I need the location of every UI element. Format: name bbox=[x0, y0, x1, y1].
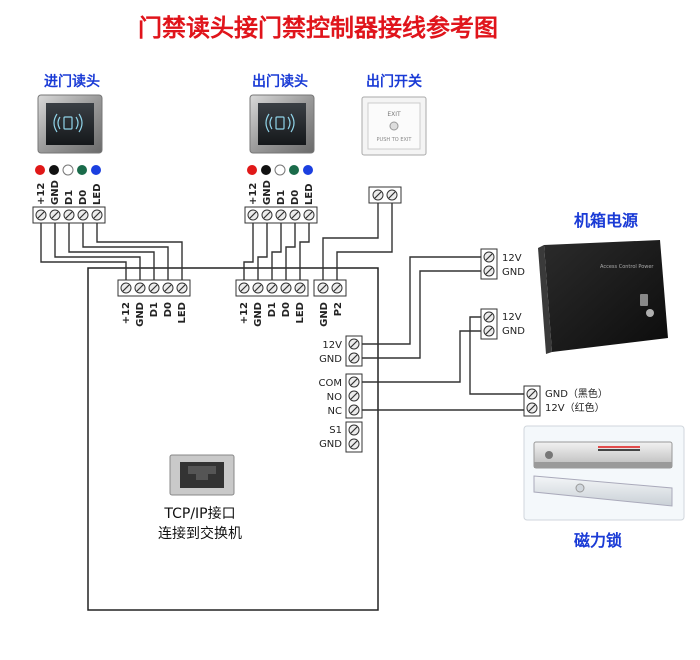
controller-board bbox=[87, 267, 379, 611]
power-output-1: 12V GND bbox=[480, 248, 525, 280]
pin-label: +12 bbox=[36, 183, 47, 205]
exit-reader-pin-labels: +12 GND D1 D0 LED bbox=[248, 180, 315, 205]
exit-button-terminal bbox=[368, 186, 402, 204]
pin-label: GND bbox=[50, 180, 61, 205]
pin-label: GND bbox=[135, 302, 146, 327]
controller-sensor-terminal: S1 GND bbox=[319, 421, 363, 453]
pin-label: D0 bbox=[290, 190, 301, 205]
pin-label: +12 bbox=[239, 302, 250, 324]
page-title: 门禁读头接门禁控制器接线参考图 bbox=[138, 14, 498, 42]
pin-label: D0 bbox=[281, 302, 292, 317]
exit-button-label: 出门开关 bbox=[366, 73, 422, 90]
key-lock-icon bbox=[640, 294, 654, 317]
pin-label: D1 bbox=[149, 302, 160, 317]
terminal-label: NO bbox=[327, 392, 342, 403]
pin-label: D1 bbox=[267, 302, 278, 317]
terminal-label: GND（黑色） bbox=[545, 387, 608, 400]
terminal-label: GND bbox=[319, 354, 342, 365]
controller-reader1-terminal bbox=[117, 279, 191, 297]
pin-label: GND bbox=[262, 180, 273, 205]
tcpip-port-label: TCP/IP接口 bbox=[163, 505, 235, 522]
terminal-label: 12V（红色） bbox=[545, 401, 605, 414]
terminal-label: 12V bbox=[502, 312, 522, 323]
rfid-icon bbox=[53, 113, 83, 133]
pin-label: D1 bbox=[64, 190, 75, 205]
pin-label: +12 bbox=[121, 302, 132, 324]
exit-button-device: EXIT PUSH TO EXIT bbox=[361, 96, 427, 156]
magnetic-lock-device bbox=[523, 425, 685, 521]
exit-reader-label: 出门读头 bbox=[252, 73, 308, 90]
power-supply-box: Access Control Power bbox=[538, 240, 668, 354]
switch-connect-label: 连接到交换机 bbox=[158, 525, 242, 542]
terminal-label: COM bbox=[319, 378, 342, 389]
controller-reader2-terminal bbox=[235, 279, 309, 297]
pin-label: GND bbox=[319, 302, 330, 327]
magnetic-lock-label: 磁力锁 bbox=[574, 531, 622, 550]
pin-label: LED bbox=[304, 183, 315, 205]
rfid-icon bbox=[265, 113, 295, 133]
ethernet-port-icon bbox=[169, 454, 235, 496]
lock-terminal: GND（黑色） 12V（红色） bbox=[523, 385, 608, 417]
exit-button-subtext: PUSH TO EXIT bbox=[377, 137, 413, 143]
power-supply-small-text: Access Control Power bbox=[600, 264, 654, 270]
pin-label: +12 bbox=[248, 183, 259, 205]
exit-reader-device bbox=[249, 94, 315, 154]
controller-power-terminal: 12V GND bbox=[319, 335, 363, 367]
terminal-label: GND bbox=[502, 267, 525, 278]
pin-label: P2 bbox=[333, 302, 344, 316]
pin-label: GND bbox=[253, 302, 264, 327]
pin-label: LED bbox=[92, 183, 103, 205]
controller-button-pin-labels: GND P2 bbox=[319, 302, 344, 327]
controller-reader2-pin-labels: +12 GND D1 D0 LED bbox=[239, 302, 306, 327]
pin-label: D1 bbox=[276, 190, 287, 205]
entry-reader-wire-colors bbox=[35, 164, 101, 176]
exit-reader-wire-colors bbox=[247, 164, 313, 176]
pin-label: D0 bbox=[78, 190, 89, 205]
pin-label: LED bbox=[295, 302, 306, 324]
entry-reader-terminal bbox=[32, 206, 106, 224]
controller-relay-terminal: COM NO NC bbox=[319, 373, 363, 419]
exit-button-text: EXIT bbox=[387, 111, 401, 118]
terminal-label: NC bbox=[328, 406, 342, 417]
controller-reader1-pin-labels: +12 GND D1 D0 LED bbox=[121, 302, 188, 327]
pin-label: LED bbox=[177, 302, 188, 324]
power-supply-label: 机箱电源 bbox=[574, 211, 638, 230]
terminal-label: 12V bbox=[502, 253, 522, 264]
push-button-icon bbox=[389, 121, 399, 131]
power-output-2: 12V GND bbox=[480, 308, 525, 340]
controller-button-terminal bbox=[313, 279, 347, 297]
wires bbox=[40, 203, 534, 411]
terminal-label: S1 bbox=[329, 425, 342, 436]
exit-reader-terminal bbox=[244, 206, 318, 224]
entry-reader-device bbox=[37, 94, 103, 154]
entry-reader-pin-labels: +12 GND D1 D0 LED bbox=[36, 180, 103, 205]
terminal-label: 12V bbox=[322, 340, 342, 351]
terminal-label: GND bbox=[319, 439, 342, 450]
entry-reader-label: 进门读头 bbox=[44, 73, 100, 90]
terminal-label: GND bbox=[502, 326, 525, 337]
pin-label: D0 bbox=[163, 302, 174, 317]
